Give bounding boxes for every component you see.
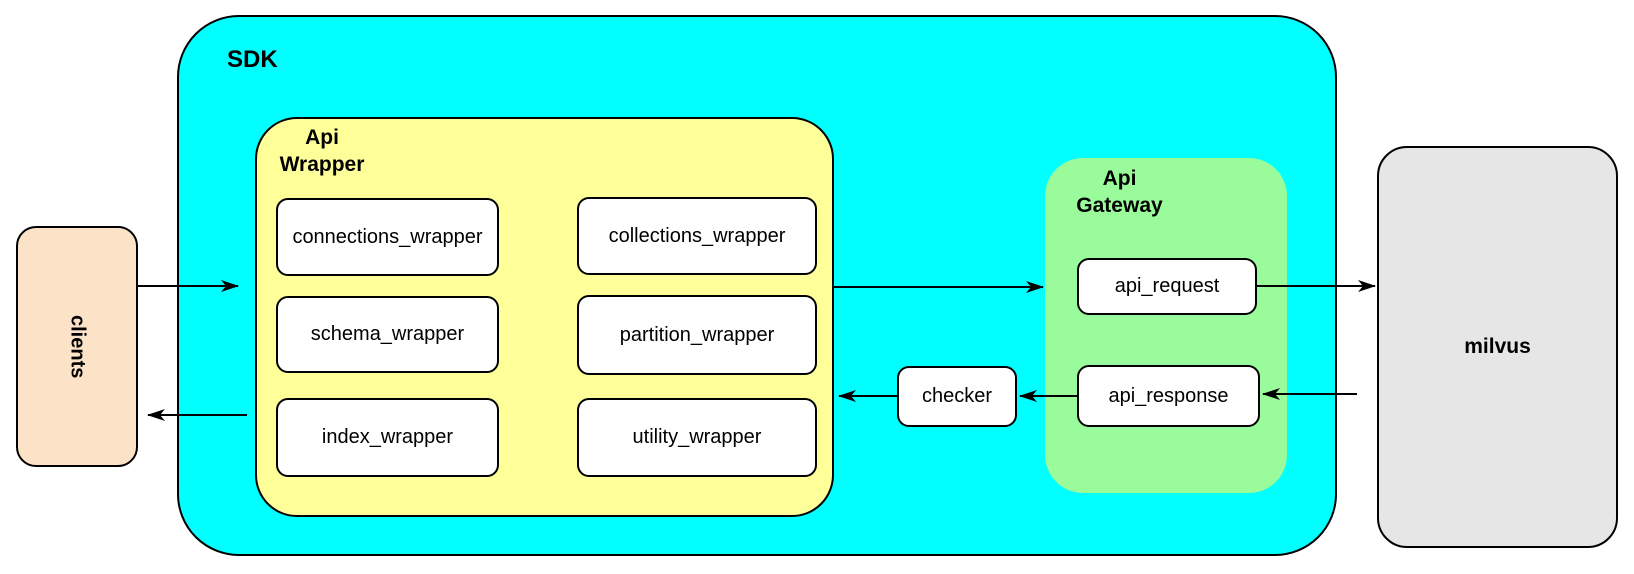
schema-wrapper-node: schema_wrapper (276, 296, 499, 373)
collections-wrapper-node: collections_wrapper (577, 197, 817, 275)
milvus-node: milvus (1377, 146, 1618, 548)
checker-node: checker (897, 366, 1017, 427)
api-response-node: api_response (1077, 365, 1260, 427)
milvus-label: milvus (1464, 335, 1531, 358)
sdk-label: SDK (227, 46, 278, 73)
clients-node: clients (16, 226, 138, 467)
api-request-node: api_request (1077, 258, 1257, 315)
partition-wrapper-node: partition_wrapper (577, 295, 817, 375)
api-gateway-label: Api Gateway (1076, 167, 1163, 217)
index-wrapper-node: index_wrapper (276, 398, 499, 477)
api-gateway-container: Api Gateway (1045, 158, 1287, 493)
api-wrapper-label: Api Wrapper (279, 126, 365, 176)
utility-wrapper-node: utility_wrapper (577, 398, 817, 477)
connections-wrapper-node: connections_wrapper (276, 198, 499, 276)
clients-label: clients (66, 314, 89, 379)
